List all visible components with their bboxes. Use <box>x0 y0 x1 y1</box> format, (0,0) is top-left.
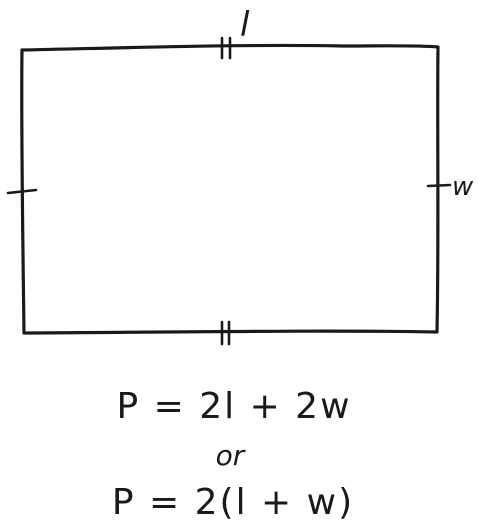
width-label: w <box>452 172 474 202</box>
right-side-single-tick <box>426 183 452 188</box>
formula-connector-or: or <box>216 439 246 472</box>
left-side-single-tick <box>6 188 38 195</box>
bottom-side-double-tick <box>220 320 231 346</box>
length-label: l <box>240 5 250 45</box>
top-side-double-tick <box>220 36 232 60</box>
rectangle-shape <box>20 43 440 335</box>
formula-line-2: P = 2(l + w) <box>112 482 354 523</box>
formula-line-1: P = 2l + 2w <box>116 386 351 427</box>
